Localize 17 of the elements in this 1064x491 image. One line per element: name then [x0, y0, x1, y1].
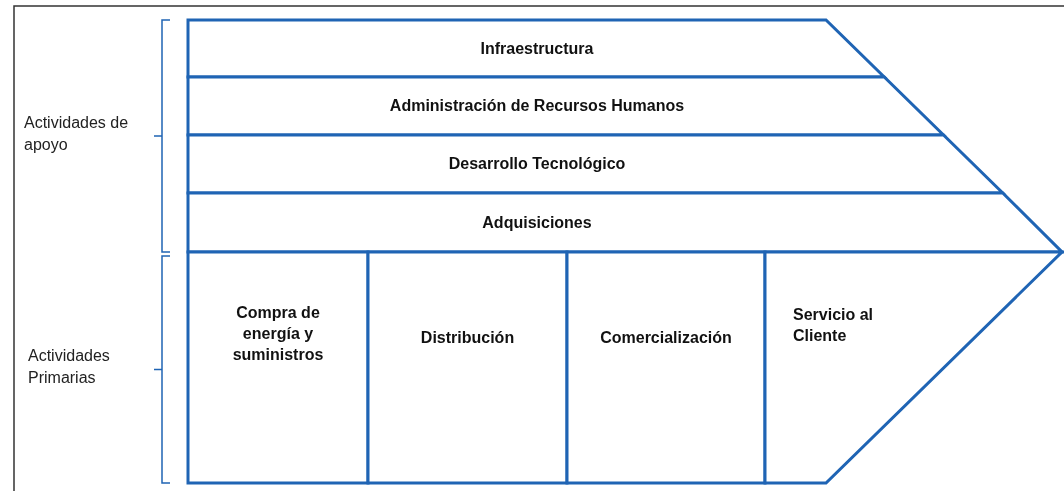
activity-name: Servicio al Cliente: [793, 305, 875, 346]
primary-activity-column: [188, 252, 368, 483]
support-activity-band: [188, 77, 944, 135]
primary-activity-column: [765, 252, 1062, 483]
support-activity-band: [188, 20, 885, 77]
activity-name: Adquisiciones: [481, 212, 593, 233]
support-activity-band: [188, 193, 1062, 252]
group-label: Actividades de apoyo: [24, 113, 130, 155]
primary-activity-column: [567, 252, 765, 483]
group-label: Actividades Primarias: [28, 346, 111, 388]
activity-name: Desarrollo Tecnológico: [447, 154, 627, 174]
activity-name: Comercialización: [599, 328, 733, 348]
activity-name: Distribución: [419, 328, 516, 348]
primary-activity-column: [368, 252, 567, 483]
activity-name: Infraestructura: [479, 38, 595, 59]
activity-name: Administración de Recursos Humanos: [388, 96, 686, 116]
activity-name: Compra de energía y suministros: [231, 303, 325, 365]
